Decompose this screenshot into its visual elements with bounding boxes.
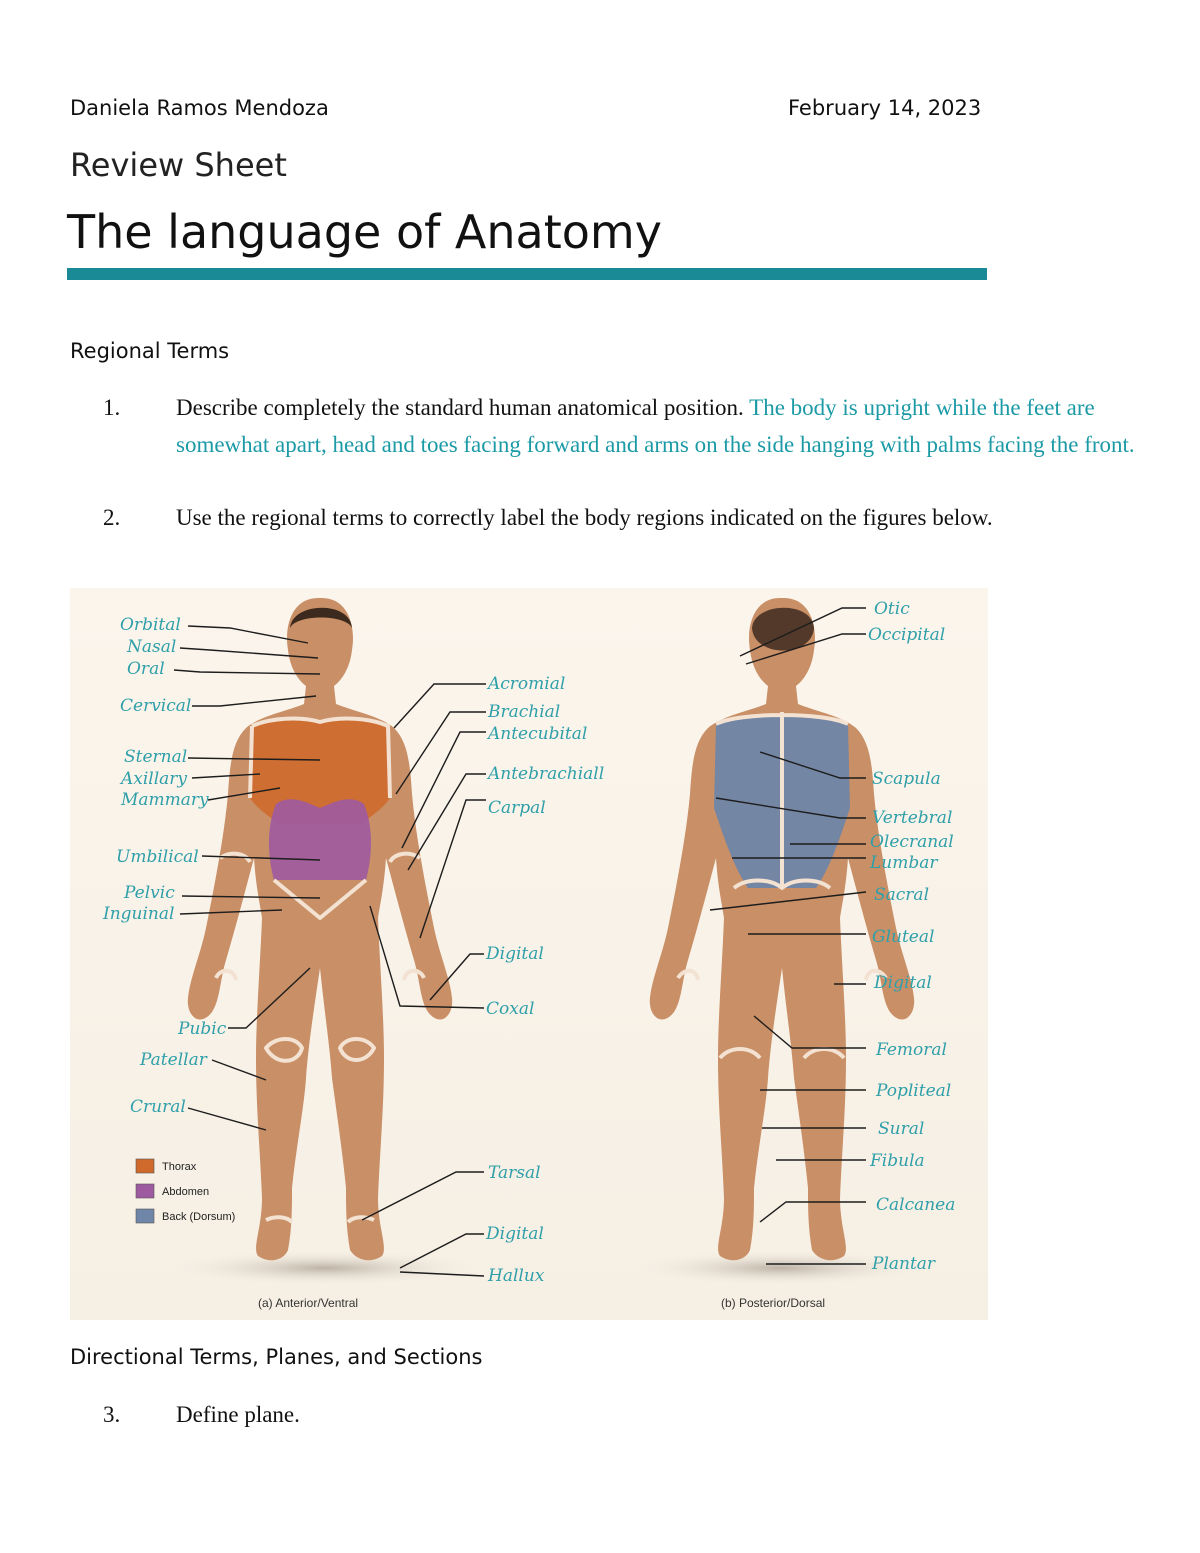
label-orbital: Orbital xyxy=(120,615,181,635)
question-number-2: 2. xyxy=(103,505,121,530)
label-cervical: Cervical xyxy=(120,696,191,716)
caption-posterior: (b) Posterior/Dorsal xyxy=(721,1296,825,1310)
label-antecubital: Antecubital xyxy=(486,724,587,744)
legend-swatch-back xyxy=(135,1208,155,1224)
section-heading-directional-terms: Directional Terms, Planes, and Sections xyxy=(70,1345,483,1369)
anterior-floor-shadow xyxy=(165,1250,485,1286)
section-heading-regional-terms: Regional Terms xyxy=(70,339,230,363)
label-hallux: Hallux xyxy=(487,1266,545,1286)
label-scapula: Scapula xyxy=(872,769,941,789)
label-oral: Oral xyxy=(127,659,165,679)
question-3-prompt: Define plane. xyxy=(176,1402,300,1427)
legend-swatch-abdomen xyxy=(135,1183,155,1199)
label-femoral: Femoral xyxy=(875,1040,947,1060)
label-lumbar: Lumbar xyxy=(869,853,938,873)
question-1-answer: The body is upright while the feet are s… xyxy=(176,395,1135,457)
anterior-left-labels: Orbital Nasal Oral Cervical Sternal Axil… xyxy=(102,615,227,1117)
label-sacral: Sacral xyxy=(874,885,929,905)
document-subtitle: Review Sheet xyxy=(70,146,287,184)
anterior-body-illustration xyxy=(187,598,453,1261)
author-name: Daniela Ramos Mendoza xyxy=(70,96,329,120)
label-digital-posterior: Digital xyxy=(873,973,932,993)
label-occipital: Occipital xyxy=(868,625,945,645)
label-pubic: Pubic xyxy=(177,1019,227,1039)
label-fibula: Fibula xyxy=(869,1151,925,1171)
document-date: February 14, 2023 xyxy=(788,96,982,120)
label-nasal: Nasal xyxy=(126,637,176,657)
label-antebrachial: Antebrachiall xyxy=(486,764,604,784)
title-rule xyxy=(67,268,987,280)
label-umbilical: Umbilical xyxy=(116,847,199,867)
question-number-3: 3. xyxy=(103,1402,121,1427)
posterior-floor-shadow xyxy=(630,1250,930,1286)
anterior-right-labels: Acromial Brachial Antecubital Antebrachi… xyxy=(485,674,604,1286)
label-sural: Sural xyxy=(878,1119,924,1139)
label-inguinal: Inguinal xyxy=(102,904,174,924)
label-pelvic: Pelvic xyxy=(123,883,175,903)
anterior-left-leader-lines xyxy=(173,625,321,1131)
label-patellar: Patellar xyxy=(139,1050,208,1070)
label-crural: Crural xyxy=(130,1097,186,1117)
question-1: Describe completely the standard human a… xyxy=(176,389,1136,463)
legend-label-thorax: Thorax xyxy=(162,1161,197,1173)
question-number-1: 1. xyxy=(103,395,121,420)
question-1-prompt: Describe completely the standard human a… xyxy=(176,395,744,420)
label-sternal: Sternal xyxy=(124,747,187,767)
caption-anterior: (a) Anterior/Ventral xyxy=(258,1296,358,1310)
label-brachial: Brachial xyxy=(487,702,560,722)
anatomy-figure: Orbital Nasal Oral Cervical Sternal Axil… xyxy=(70,588,988,1320)
label-digital-hand: Digital xyxy=(485,944,544,964)
question-2-prompt: Use the regional terms to correctly labe… xyxy=(176,505,993,530)
label-vertebral: Vertebral xyxy=(872,808,952,828)
label-mammary: Mammary xyxy=(120,790,209,810)
posterior-labels: Otic Occipital Scapula Vertebral Olecran… xyxy=(868,599,955,1274)
anterior-right-leader-lines xyxy=(361,683,486,1277)
label-plantar: Plantar xyxy=(871,1254,936,1274)
label-olecranal: Olecranal xyxy=(870,832,954,852)
label-gluteal: Gluteal xyxy=(872,927,934,947)
label-otic: Otic xyxy=(874,599,910,619)
label-carpal: Carpal xyxy=(488,798,546,818)
legend-label-abdomen: Abdomen xyxy=(162,1186,209,1198)
label-digital-foot: Digital xyxy=(485,1224,544,1244)
posterior-body-illustration xyxy=(649,598,915,1261)
document-title: The language of Anatomy xyxy=(67,205,662,259)
label-popliteal: Popliteal xyxy=(875,1081,951,1101)
legend-swatch-thorax xyxy=(135,1158,155,1174)
label-tarsal: Tarsal xyxy=(488,1163,541,1183)
posterior-leader-lines xyxy=(709,607,867,1265)
label-calcanea: Calcanea xyxy=(876,1195,955,1215)
label-axillary: Axillary xyxy=(119,769,187,789)
figure-legend: Thorax Abdomen Back (Dorsum) xyxy=(135,1158,235,1224)
label-acromial: Acromial xyxy=(486,674,565,694)
label-coxal: Coxal xyxy=(486,999,534,1019)
legend-label-back: Back (Dorsum) xyxy=(162,1211,235,1223)
